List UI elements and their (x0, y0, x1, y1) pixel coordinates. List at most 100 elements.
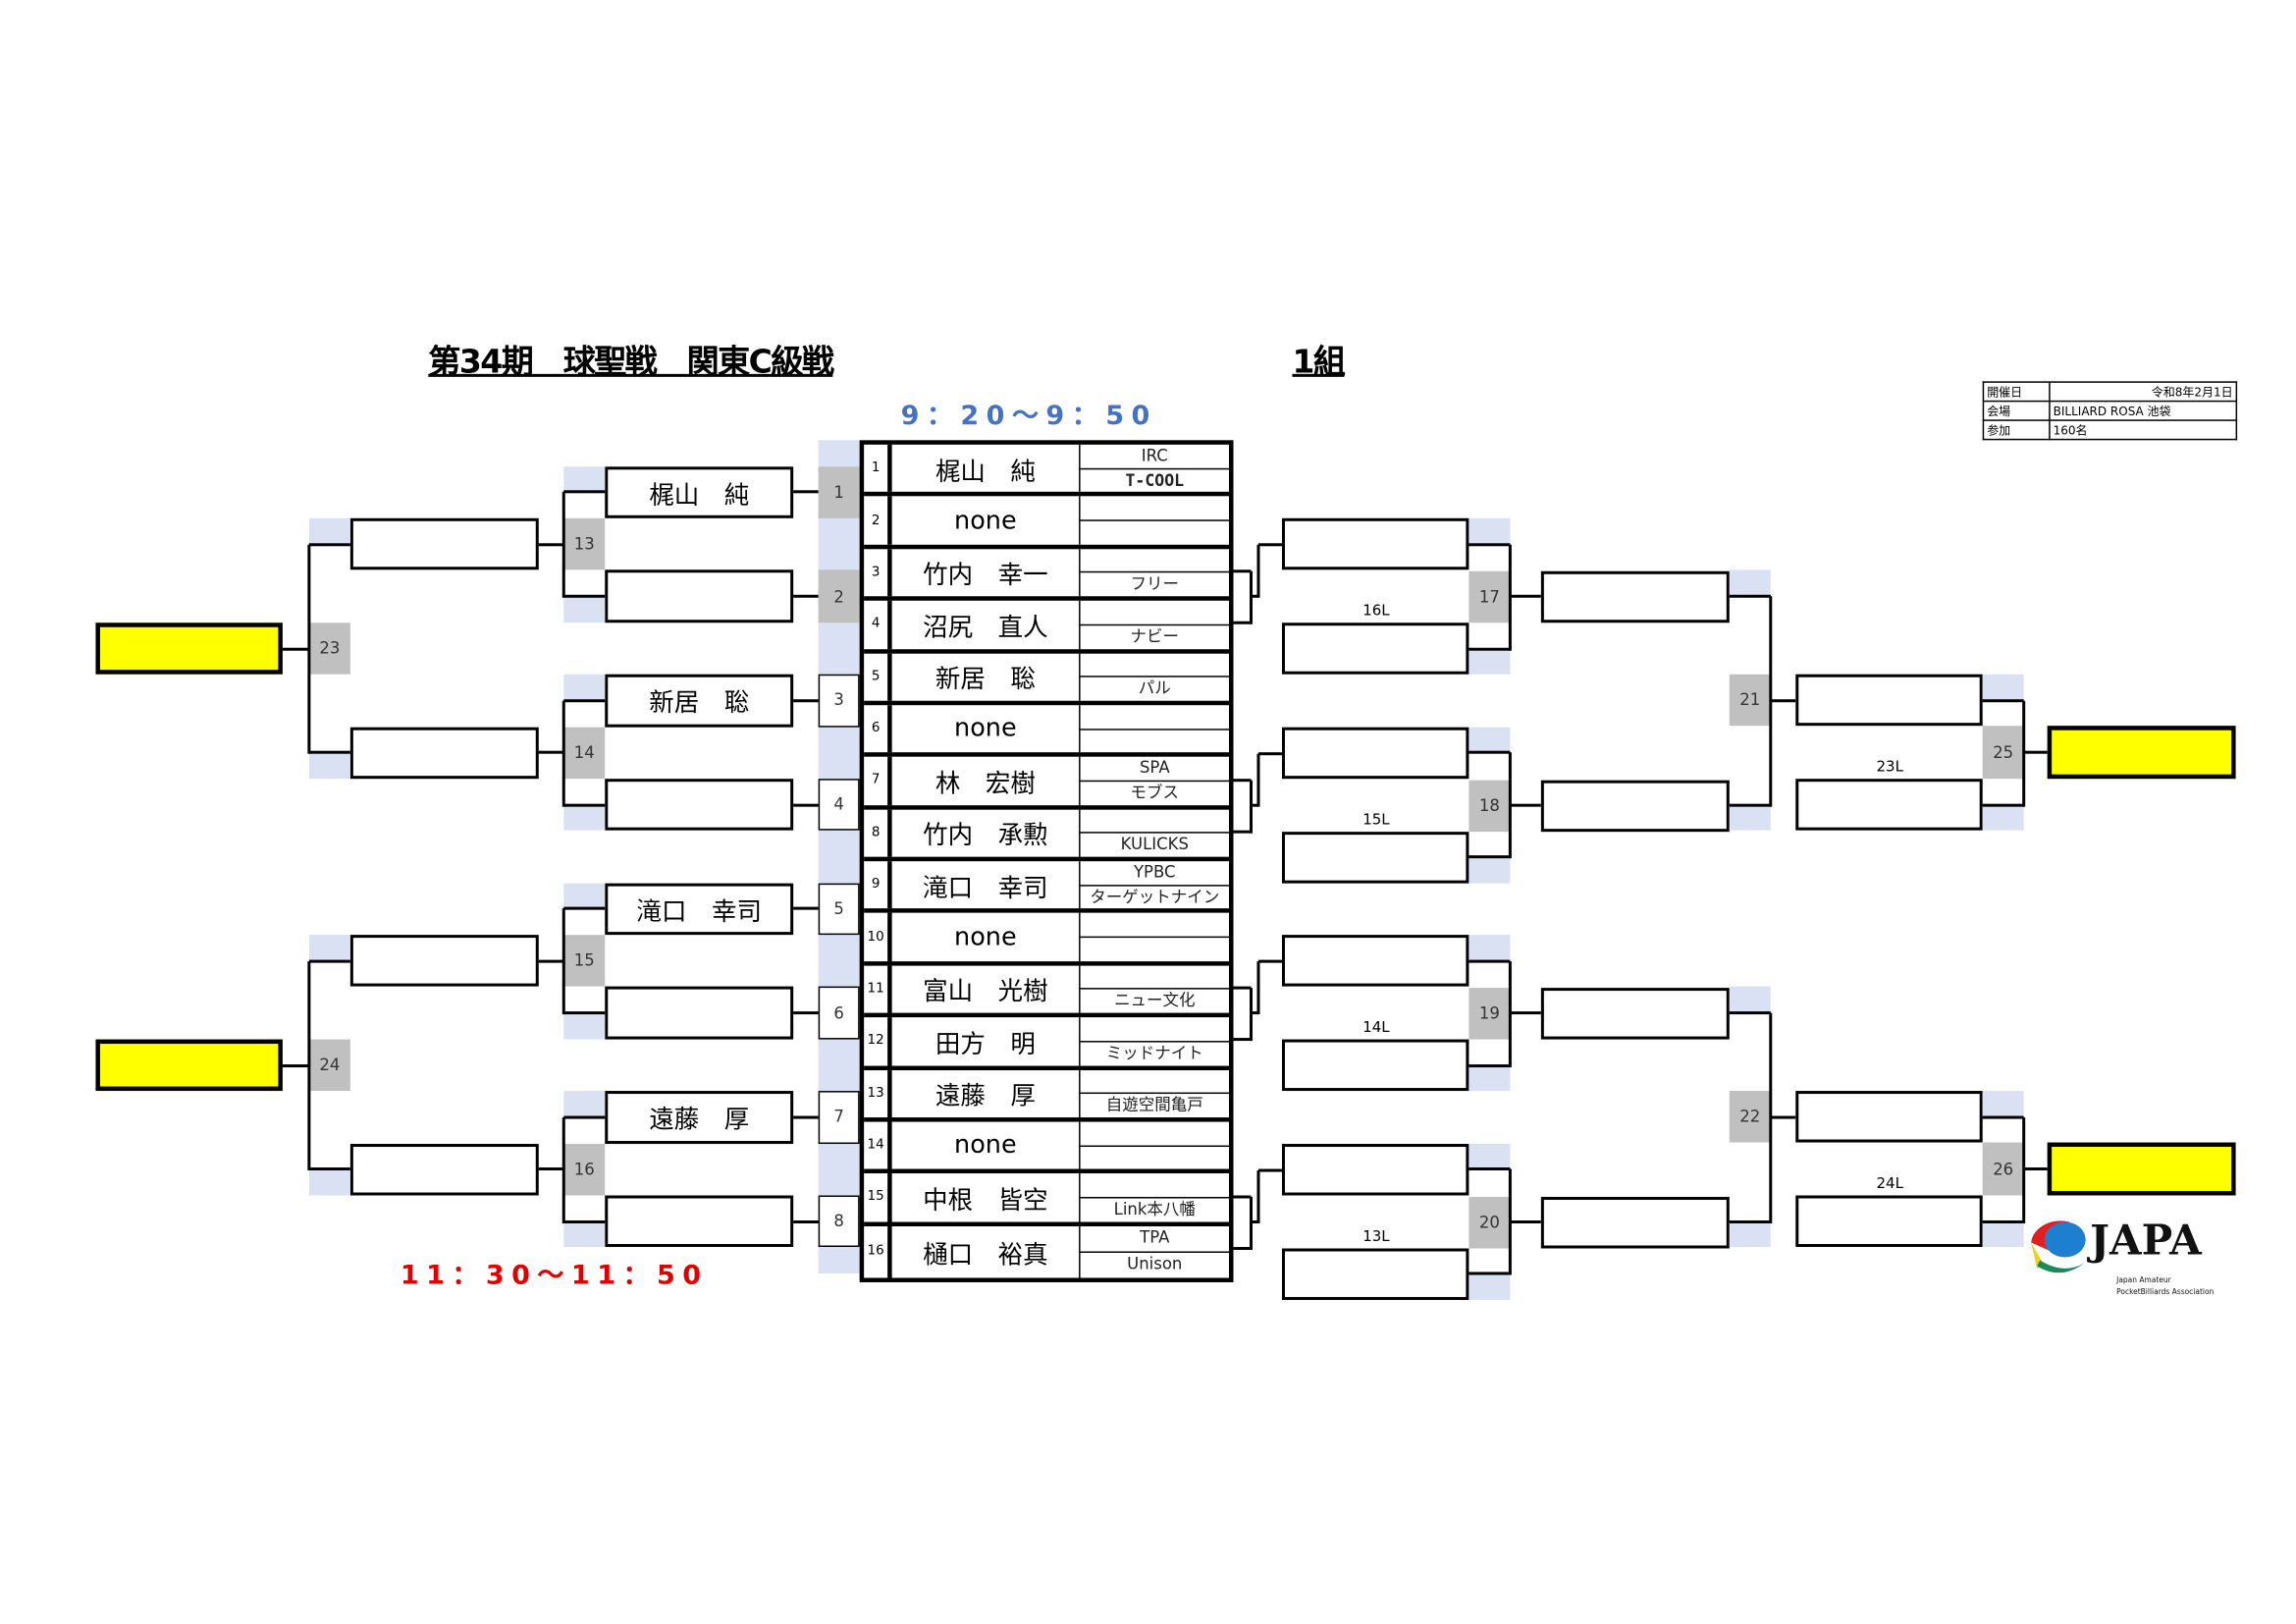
bracket-slot[interactable] (1281, 831, 1469, 884)
bracket-slot[interactable] (605, 779, 794, 832)
connector-line (308, 542, 350, 546)
bracket-slot[interactable] (605, 987, 794, 1040)
match-strip (563, 465, 606, 493)
match-strip (563, 596, 606, 623)
connector-line (1256, 961, 1260, 1015)
connector-line (561, 700, 565, 807)
match-strip (308, 752, 350, 780)
match-strip (1982, 674, 2024, 701)
bracket-slot[interactable] (1795, 1091, 1983, 1144)
connector-line (793, 907, 819, 911)
connector-line (282, 1063, 309, 1067)
loser-label: 15L (1362, 811, 1390, 829)
team-bottom: ナビー (1130, 626, 1180, 646)
match-strip (1468, 935, 1511, 961)
info-label: 会場 (1982, 400, 2051, 421)
connector-line (1468, 1272, 1511, 1275)
connector-line (282, 646, 309, 650)
connector-line (563, 490, 606, 494)
bracket-slot[interactable] (1281, 1247, 1469, 1300)
bracket-slot[interactable] (1795, 1195, 1983, 1248)
bracket-slot[interactable]: 滝口 幸司 (605, 883, 794, 936)
winner-box[interactable] (95, 622, 283, 676)
bracket-slot[interactable] (1795, 778, 1983, 831)
connector-line (563, 1011, 606, 1015)
player-team (1080, 913, 1229, 961)
connector-line (308, 751, 350, 755)
connector-line (307, 544, 311, 755)
player-name: 林 宏樹 (892, 757, 1081, 805)
player-name: 沼尻 直人 (892, 600, 1081, 649)
match-number: 20 (1468, 1196, 1511, 1249)
team-top (1080, 705, 1229, 731)
connector-line (793, 699, 819, 703)
winner-box[interactable] (2047, 726, 2236, 779)
bracket-slot[interactable] (1540, 1196, 1730, 1249)
connector-line (563, 1115, 606, 1119)
connector-line (1233, 986, 1252, 990)
match-number: 24 (308, 1039, 350, 1092)
team-top (1080, 809, 1229, 835)
connector-line (1233, 621, 1252, 624)
connector-line (563, 699, 606, 703)
match-number: 2 (818, 569, 860, 623)
connector-line (1468, 855, 1511, 859)
loser-label: 14L (1362, 1020, 1390, 1037)
player-number: 13 (864, 1069, 892, 1117)
bracket-slot[interactable] (1281, 1039, 1469, 1092)
team-bottom: パル (1138, 678, 1171, 698)
bracket-slot[interactable] (1795, 674, 1983, 727)
bracket-slot[interactable]: 遠藤 厚 (605, 1091, 794, 1144)
bracket-slot[interactable]: 新居 聡 (605, 675, 794, 728)
player-team: KULICKS (1080, 809, 1229, 857)
bracket-slot[interactable] (1281, 726, 1469, 780)
team-top: TPA (1080, 1225, 1229, 1253)
bracket-slot[interactable] (349, 517, 539, 570)
bracket-slot[interactable] (1281, 517, 1469, 570)
winner-box[interactable] (2047, 1143, 2236, 1196)
bracket-slot[interactable] (1281, 623, 1469, 676)
team-bottom: Unison (1127, 1254, 1183, 1273)
loser-label: 16L (1362, 603, 1390, 621)
connector-line (1468, 647, 1511, 651)
player-team: ナビー (1080, 601, 1229, 649)
group-label: 1組 (1292, 344, 1345, 382)
team-top (1080, 653, 1229, 678)
team-bottom (1081, 521, 1229, 545)
bracket-slot[interactable] (605, 569, 794, 623)
player-name: 遠藤 厚 (892, 1069, 1081, 1117)
connector-line (1251, 1219, 1258, 1223)
connector-line (1251, 594, 1258, 598)
bracket-slot[interactable] (349, 727, 539, 780)
connector-line (1510, 1219, 1541, 1223)
connector-line (793, 1011, 819, 1015)
connector-line (1729, 1011, 1771, 1015)
connector-line (1257, 751, 1282, 755)
connector-line (1257, 1167, 1282, 1171)
bracket-slot[interactable] (1281, 935, 1469, 988)
bracket-slot[interactable]: 梶山 純 (605, 465, 794, 518)
bracket-slot[interactable] (1540, 988, 1730, 1041)
first-round-time: 9：20〜9：50 (900, 400, 1157, 432)
player-number: 5 (864, 652, 892, 701)
connector-line (1770, 698, 1796, 702)
bracket-slot[interactable] (1540, 570, 1730, 623)
winner-box[interactable] (95, 1039, 283, 1092)
info-value: 令和8年2月1日 (2049, 381, 2238, 403)
bracket-slot[interactable] (349, 1143, 539, 1196)
bracket-slot[interactable] (1281, 1143, 1469, 1196)
player-number: 4 (864, 600, 892, 649)
bracket-slot[interactable] (349, 935, 539, 988)
player-name: 竹内 承勲 (892, 809, 1081, 857)
team-bottom (1081, 938, 1229, 961)
team-bottom (1081, 1146, 1229, 1169)
bracket-slot[interactable] (1540, 779, 1730, 832)
connector-line (793, 490, 819, 494)
match-number: 1 (818, 465, 860, 518)
player-name: 富山 光樹 (892, 965, 1081, 1013)
bracket-slot[interactable] (605, 1195, 794, 1248)
